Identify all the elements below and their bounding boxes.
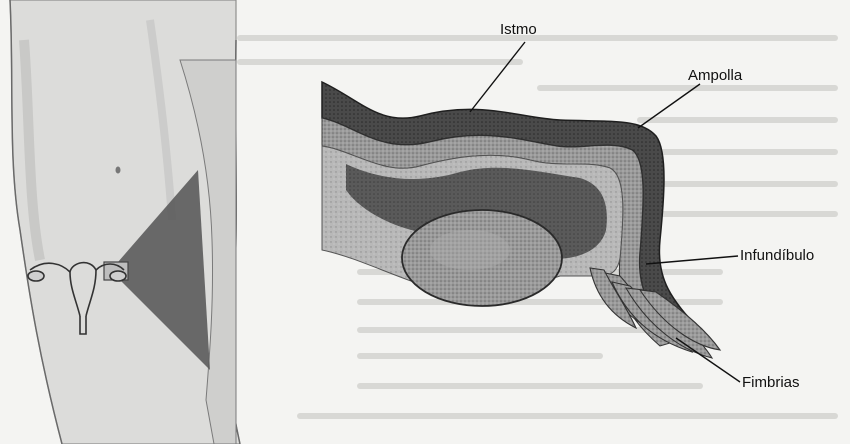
fallopian-tube-illustration xyxy=(322,82,720,358)
label-ampolla: Ampolla xyxy=(688,68,742,83)
leader-istmo xyxy=(470,42,525,112)
label-fimbrias: Fimbrias xyxy=(742,375,800,390)
body-illustration xyxy=(10,0,240,444)
label-istmo: Istmo xyxy=(500,22,537,37)
label-infundibulo: Infundíbulo xyxy=(740,248,814,263)
